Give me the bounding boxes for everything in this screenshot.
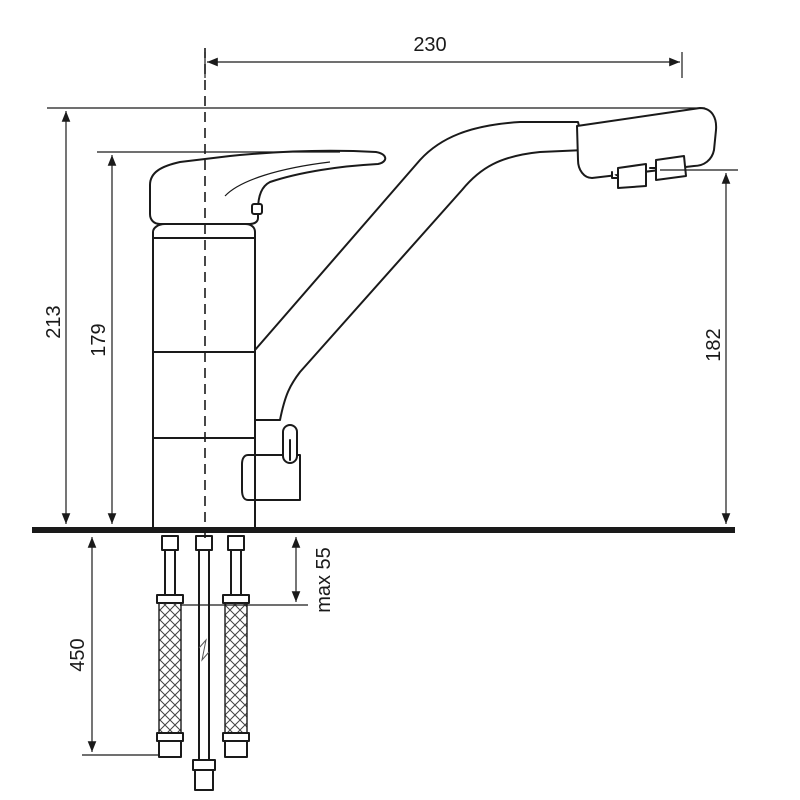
outlet-left [617,163,647,189]
lever-handle [149,149,387,225]
outlet-right [655,155,687,181]
dim-spout-height: 182 [660,169,738,524]
middle-tube [192,535,216,791]
dim-hose-length-label: 450 [67,638,89,671]
dim-max-deck: max 55 [180,537,335,613]
dim-reach: 230 [204,34,683,78]
dim-reach-label: 230 [413,34,446,56]
dim-body-height-label: 179 [88,323,110,356]
dim-body-height: 179 [88,151,340,524]
body-collar [152,223,256,239]
dim-spout-height-label: 182 [703,328,725,361]
dim-max-deck-label: max 55 [313,547,335,613]
filter-valve-knob [241,424,301,501]
faucet [149,107,718,529]
dim-hose-length: 450 [67,537,160,756]
body-column [152,237,256,529]
left-hose [156,535,184,758]
dim-total-height: 213 [43,107,705,524]
countertop-line [32,527,735,533]
right-hose [222,535,250,758]
dim-total-height-label: 213 [43,305,65,338]
supply-hoses [156,535,250,791]
